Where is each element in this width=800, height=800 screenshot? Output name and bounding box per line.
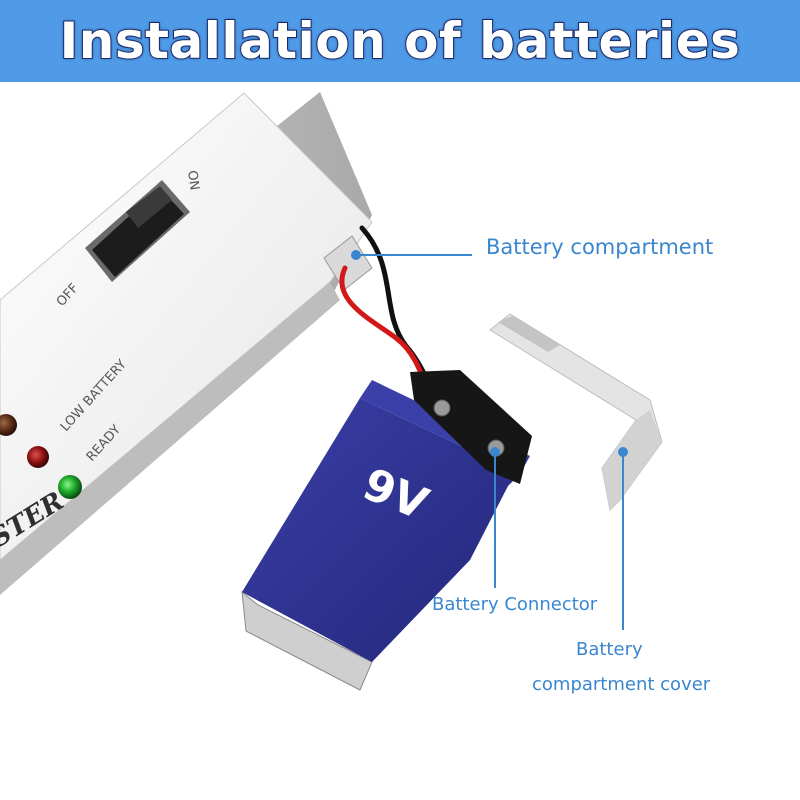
callout-battery-connector: Battery Connector: [432, 594, 598, 615]
battery-compartment-cover: [489, 313, 663, 512]
switch-on-label: ON: [184, 169, 202, 191]
battery-body: [242, 398, 520, 662]
callout-compartment-cover-line2: compartment cover: [532, 674, 711, 695]
power-switch[interactable]: [85, 180, 190, 282]
callout-compartment-cover-line1: Battery: [576, 639, 643, 660]
title-banner: Installation of batteries: [0, 0, 800, 82]
led-red-indicator: [27, 446, 49, 468]
battery-tester-device: ON OFF LOW BATTERY READY STER: [0, 92, 373, 595]
led-ready-indicator: [58, 475, 82, 499]
battery-connector: [410, 370, 532, 484]
compartment-opening: [323, 235, 373, 291]
device-front-edge: [0, 282, 340, 595]
callout-leaders: [351, 250, 628, 630]
battery-terminal-face: [241, 590, 373, 691]
page-title: Installation of batteries: [59, 11, 741, 71]
wire-red: [339, 265, 431, 395]
led-low-battery-indicator: [0, 414, 17, 436]
callout-battery-compartment: Battery compartment: [486, 235, 714, 259]
